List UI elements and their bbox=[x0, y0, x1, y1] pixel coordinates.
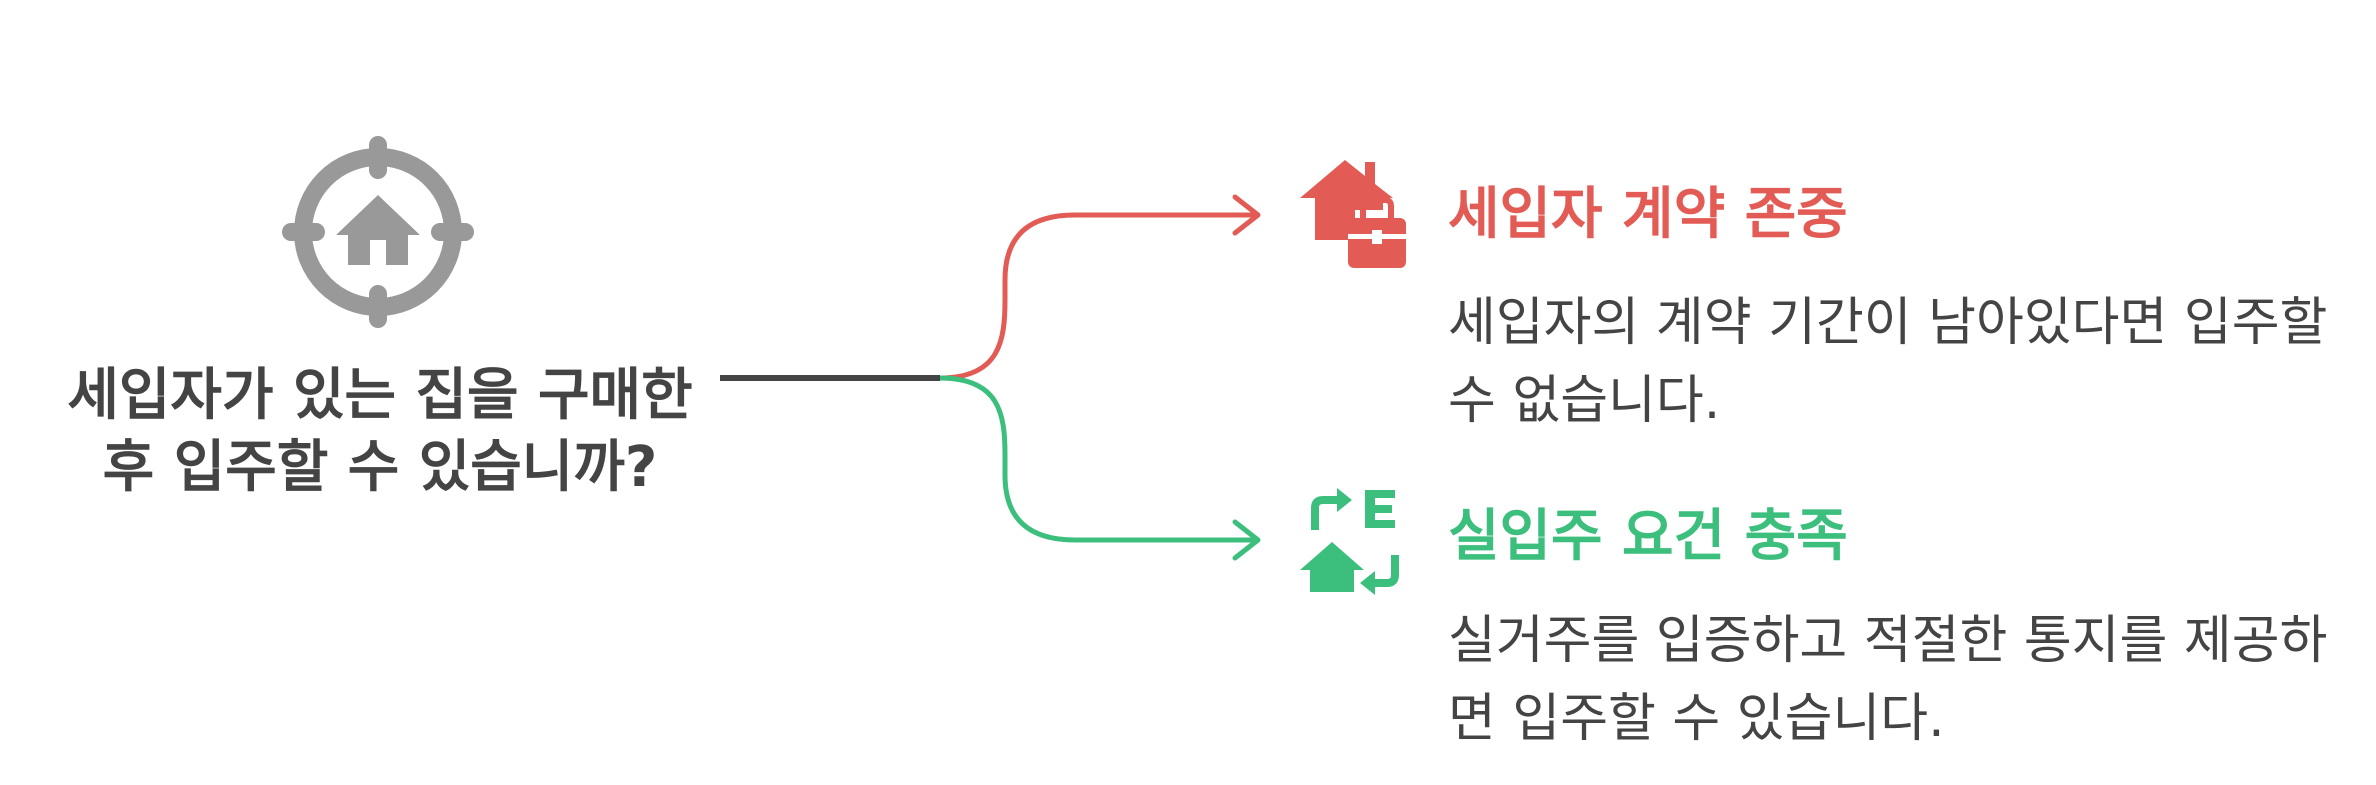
connector-lines bbox=[720, 194, 1261, 561]
house-exchange-icon bbox=[1300, 488, 1399, 595]
arrowhead-1 bbox=[1232, 194, 1261, 236]
option-title: 실입주 요건 충족 bbox=[1448, 504, 1848, 569]
target-house-icon bbox=[282, 136, 474, 328]
option-title: 세입자 계약 존중 bbox=[1448, 182, 1848, 247]
branch-line-1 bbox=[939, 212, 1255, 381]
arrowhead-2 bbox=[1232, 519, 1261, 561]
option-description: 실거주를 입증하고 적절한 통지를 제공하면 입주할 수 있습니다. bbox=[1448, 611, 2328, 749]
branch-line-2 bbox=[939, 375, 1255, 543]
house-lock-icon bbox=[1300, 160, 1406, 268]
question-text: 세입자가 있는 집을 구매한 후 입주할 수 있습니까? bbox=[67, 363, 693, 500]
option-description: 세입자의 계약 기간이 남아있다면 입주할 수 없습니다. bbox=[1448, 293, 2328, 431]
